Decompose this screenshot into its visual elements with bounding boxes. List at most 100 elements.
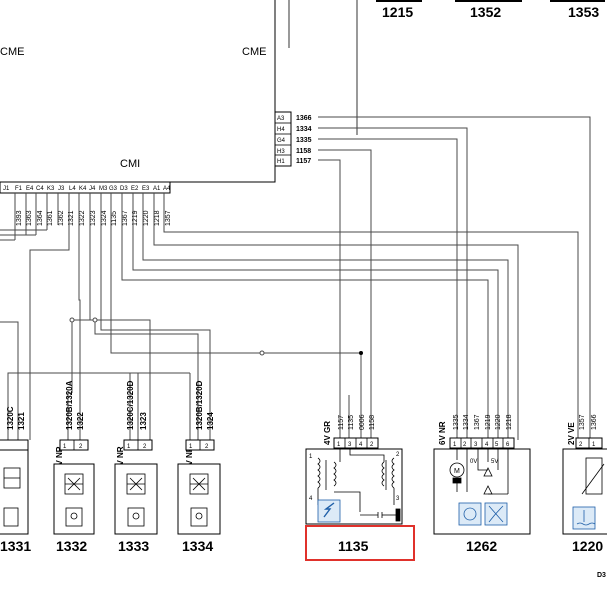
c1135-n2: 2 xyxy=(370,442,374,448)
wire-1135: 1135 xyxy=(111,211,118,226)
wire-1220: 1220 xyxy=(143,210,150,226)
pin-F1: F1 xyxy=(15,186,23,192)
ecu-bottom-wire-labels: 1393 1363 1364 1361 1362 1321 1322 1323 … xyxy=(16,210,172,226)
pin-L4: L4 xyxy=(69,186,76,192)
pin-K4: K4 xyxy=(79,186,87,192)
c1333-pin-a: 1320C/1320D xyxy=(126,380,135,430)
c1262-pin-1367: 1367 xyxy=(474,414,481,430)
c1262-n2: 2 xyxy=(463,442,467,448)
ecu-right-pins: A3 H4 G4 H3 H1 1366 1334 1335 1158 1157 xyxy=(274,111,312,167)
wire-1218: 1218 xyxy=(154,210,161,226)
c1262-spec: 6V NR xyxy=(438,421,447,445)
svg-text:3: 3 xyxy=(396,496,400,502)
c1262-pin-1334: 1334 xyxy=(463,414,470,430)
component-1333: 2V NR 1320C/1320D 1323 1 2 1333 xyxy=(114,380,158,554)
ref-1352: 1352 xyxy=(470,4,501,20)
corner-code: D3 xyxy=(597,572,606,579)
c1334-pin-a: 1320B/1320D xyxy=(195,380,204,430)
c1334-n2: 2 xyxy=(205,444,209,450)
c1135-coils xyxy=(317,449,401,523)
ref-1353: 1353 xyxy=(568,4,599,20)
pin-A3: A3 xyxy=(277,116,285,122)
wiring-harness xyxy=(0,116,591,440)
wire-1158-label: 1158 xyxy=(296,148,311,155)
wire-1362: 1362 xyxy=(58,210,65,226)
pin-E3: E3 xyxy=(142,186,150,192)
c1333-id: 1333 xyxy=(118,538,149,554)
c1135-pin-0006: 0006 xyxy=(359,414,366,430)
ecu-box xyxy=(0,0,276,183)
c1262-n6: 6 xyxy=(506,442,510,448)
svg-text:M: M xyxy=(454,468,460,475)
pin-G3: G3 xyxy=(109,186,118,192)
c1262-pin-1335: 1335 xyxy=(453,414,460,430)
c1334-id: 1334 xyxy=(182,538,213,554)
highlight-box xyxy=(305,525,415,561)
c1262-pin-1220: 1220 xyxy=(495,414,502,430)
component-1220: 2V VE 1357 1366 2 1 1220 xyxy=(562,414,607,554)
c1262-n5: 5 xyxy=(495,442,499,448)
c1262-id: 1262 xyxy=(466,538,497,554)
pin-E4: E4 xyxy=(26,186,34,192)
c1262-pin-1219: 1219 xyxy=(485,414,492,430)
c1262-5v: 5V xyxy=(491,459,498,465)
pin-E2: E2 xyxy=(131,186,139,192)
c1135-pin-1157: 1157 xyxy=(338,415,345,430)
c1220-pin-1366: 1366 xyxy=(591,414,598,430)
c1333-n2: 2 xyxy=(143,444,147,450)
wire-1323: 1323 xyxy=(90,210,97,226)
wire-1363: 1363 xyxy=(26,210,33,226)
wire-1335-label: 1335 xyxy=(296,137,312,144)
pin-J4: J4 xyxy=(89,186,96,192)
c1220-n1: 1 xyxy=(592,442,596,448)
wire-1393: 1393 xyxy=(16,210,23,226)
c1135-spec: 4V GR xyxy=(323,421,332,445)
c1334-spec: 2V NR xyxy=(185,446,194,470)
c1262-0v: 0V xyxy=(470,459,477,465)
pin-H3: H3 xyxy=(277,149,285,155)
wire-1367: 1367 xyxy=(122,210,129,226)
ecu-label-bottom: CMI xyxy=(120,158,140,170)
pin-K3: K3 xyxy=(47,186,55,192)
pin-A4: A4 xyxy=(163,186,171,192)
pin-H4: H4 xyxy=(277,127,285,133)
pin-J1: J1 xyxy=(3,186,10,192)
wire-1364: 1364 xyxy=(37,210,44,226)
wire-1324: 1324 xyxy=(101,210,108,226)
component-1331: 1320C 1321 1331 xyxy=(0,406,31,554)
c1333-pin-b: 1323 xyxy=(139,412,148,430)
wire-1322: 1322 xyxy=(79,210,86,226)
c1332-n1: 1 xyxy=(63,444,67,450)
c1220-n2: 2 xyxy=(579,442,583,448)
c1135-pin-1135: 1135 xyxy=(348,415,355,430)
c1333-n1: 1 xyxy=(127,444,131,450)
wire-1157-label: 1157 xyxy=(296,158,311,165)
pin-C4: C4 xyxy=(36,186,44,192)
wire-1321: 1321 xyxy=(68,210,75,226)
wire-1334-label: 1334 xyxy=(296,126,312,133)
component-1262: 6V NR 1335 1334 1367 1219 1220 1218 1 2 … xyxy=(433,414,531,554)
pin-D3: D3 xyxy=(120,186,128,192)
c1332-id: 1332 xyxy=(56,538,87,554)
component-1332: 2V NR 1320B/1320A 1322 1 2 1332 xyxy=(53,380,95,554)
c1220-id: 1220 xyxy=(572,538,603,554)
c1262-pin-1218: 1218 xyxy=(506,414,513,430)
ecu-label-right: CME xyxy=(242,46,266,58)
wire-1361: 1361 xyxy=(47,210,54,226)
c1135-n3: 3 xyxy=(348,442,352,448)
c1220-spec: 2V VE xyxy=(567,422,576,445)
ref-1215: 1215 xyxy=(382,4,413,20)
c1262-n1: 1 xyxy=(453,442,457,448)
ecu-bottom-pins: J1 F1 E4 C4 K3 J3 L4 K4 J4 M3 G3 D3 E2 E… xyxy=(0,181,171,194)
c1332-n2: 2 xyxy=(79,444,83,450)
c1334-pin-b: 1324 xyxy=(206,412,215,430)
pin-J3: J3 xyxy=(58,186,65,192)
wire-1366-label: 1366 xyxy=(296,115,312,122)
c1333-spec: 2V NR xyxy=(116,446,125,470)
c1135-pin-1158: 1158 xyxy=(369,415,376,430)
svg-text:2: 2 xyxy=(396,452,400,458)
pin-H1: H1 xyxy=(277,159,285,165)
pin-M3: M3 xyxy=(99,186,108,192)
c1334-n1: 1 xyxy=(189,444,193,450)
wire-1219: 1219 xyxy=(132,210,139,226)
